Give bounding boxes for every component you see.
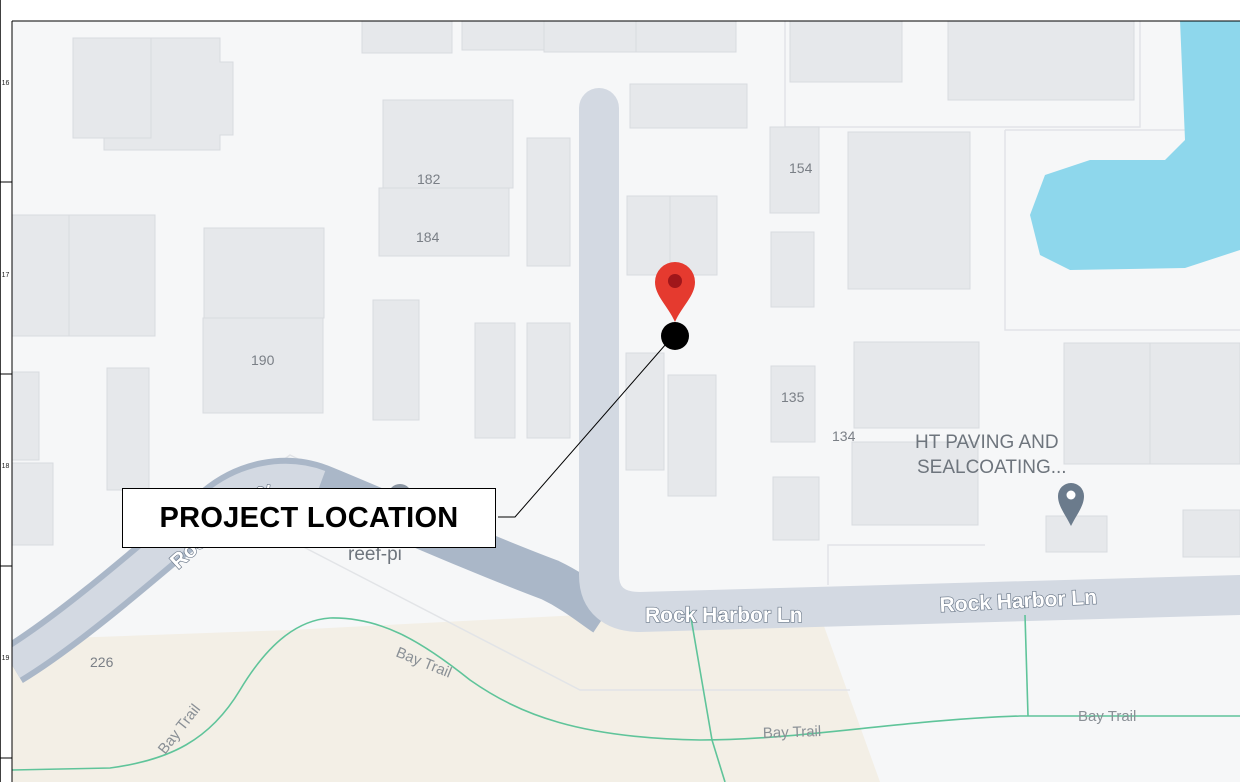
building xyxy=(770,231,815,308)
building xyxy=(12,371,40,461)
ruler-number: 17 xyxy=(1,272,10,279)
place-name-ht-paving-line1: HT PAVING AND xyxy=(915,432,1059,453)
building xyxy=(625,352,665,471)
building xyxy=(68,214,156,337)
map-marker-icon[interactable] xyxy=(1058,483,1084,526)
building xyxy=(203,227,325,319)
building xyxy=(769,126,820,214)
building xyxy=(474,322,516,439)
building xyxy=(847,131,971,290)
project-location-dot xyxy=(661,322,689,350)
building xyxy=(667,374,717,497)
building xyxy=(947,21,1135,101)
building xyxy=(543,21,637,53)
building-number-135: 135 xyxy=(781,389,805,405)
building xyxy=(106,367,150,491)
place-name-ht-paving-line2: SEALCOATING... xyxy=(917,457,1067,478)
building xyxy=(1045,515,1108,553)
building xyxy=(12,462,54,546)
building-number-184: 184 xyxy=(416,229,440,245)
ruler-number: 19 xyxy=(1,655,10,662)
place-name-reef-pi: reef-pi xyxy=(348,544,402,565)
building-number-190: 190 xyxy=(251,352,275,368)
building xyxy=(1149,342,1240,465)
building xyxy=(372,299,420,421)
building xyxy=(1063,342,1151,465)
sand-area xyxy=(12,615,880,782)
trail-label-4: Bay Trail xyxy=(1078,708,1136,725)
location-pin-icon[interactable] xyxy=(655,262,695,322)
building xyxy=(635,21,737,53)
building-number-154: 154 xyxy=(789,160,813,176)
building xyxy=(853,341,980,429)
building xyxy=(789,21,903,83)
building xyxy=(626,195,671,276)
building xyxy=(103,37,234,151)
building-number-134: 134 xyxy=(832,428,856,444)
rock-harbor-lane xyxy=(579,88,1240,633)
road-label-rock-harbor-ln: Rock Harbor Ln xyxy=(645,604,803,627)
building xyxy=(669,195,718,276)
building xyxy=(378,187,510,257)
building xyxy=(202,317,324,414)
building xyxy=(772,476,820,541)
ruler-number: 18 xyxy=(1,463,10,470)
building-number-226: 226 xyxy=(90,654,114,670)
building-number-182: 182 xyxy=(417,171,441,187)
callout-leader-line xyxy=(498,335,674,518)
building xyxy=(629,83,748,129)
ruler-number: 16 xyxy=(1,80,10,87)
building xyxy=(526,137,571,267)
building xyxy=(72,37,152,139)
building xyxy=(526,322,571,439)
water-body xyxy=(1030,21,1240,270)
trail-label-3: Bay Trail xyxy=(763,723,822,742)
building xyxy=(851,441,979,526)
building xyxy=(1182,509,1240,558)
ruler-ticks xyxy=(0,181,12,759)
building xyxy=(770,365,816,443)
buildings xyxy=(12,21,1240,558)
building xyxy=(12,214,70,337)
building xyxy=(361,21,453,54)
building xyxy=(382,99,514,189)
trails xyxy=(12,611,1240,782)
project-location-callout: PROJECT LOCATION xyxy=(122,488,496,548)
building xyxy=(461,21,545,51)
